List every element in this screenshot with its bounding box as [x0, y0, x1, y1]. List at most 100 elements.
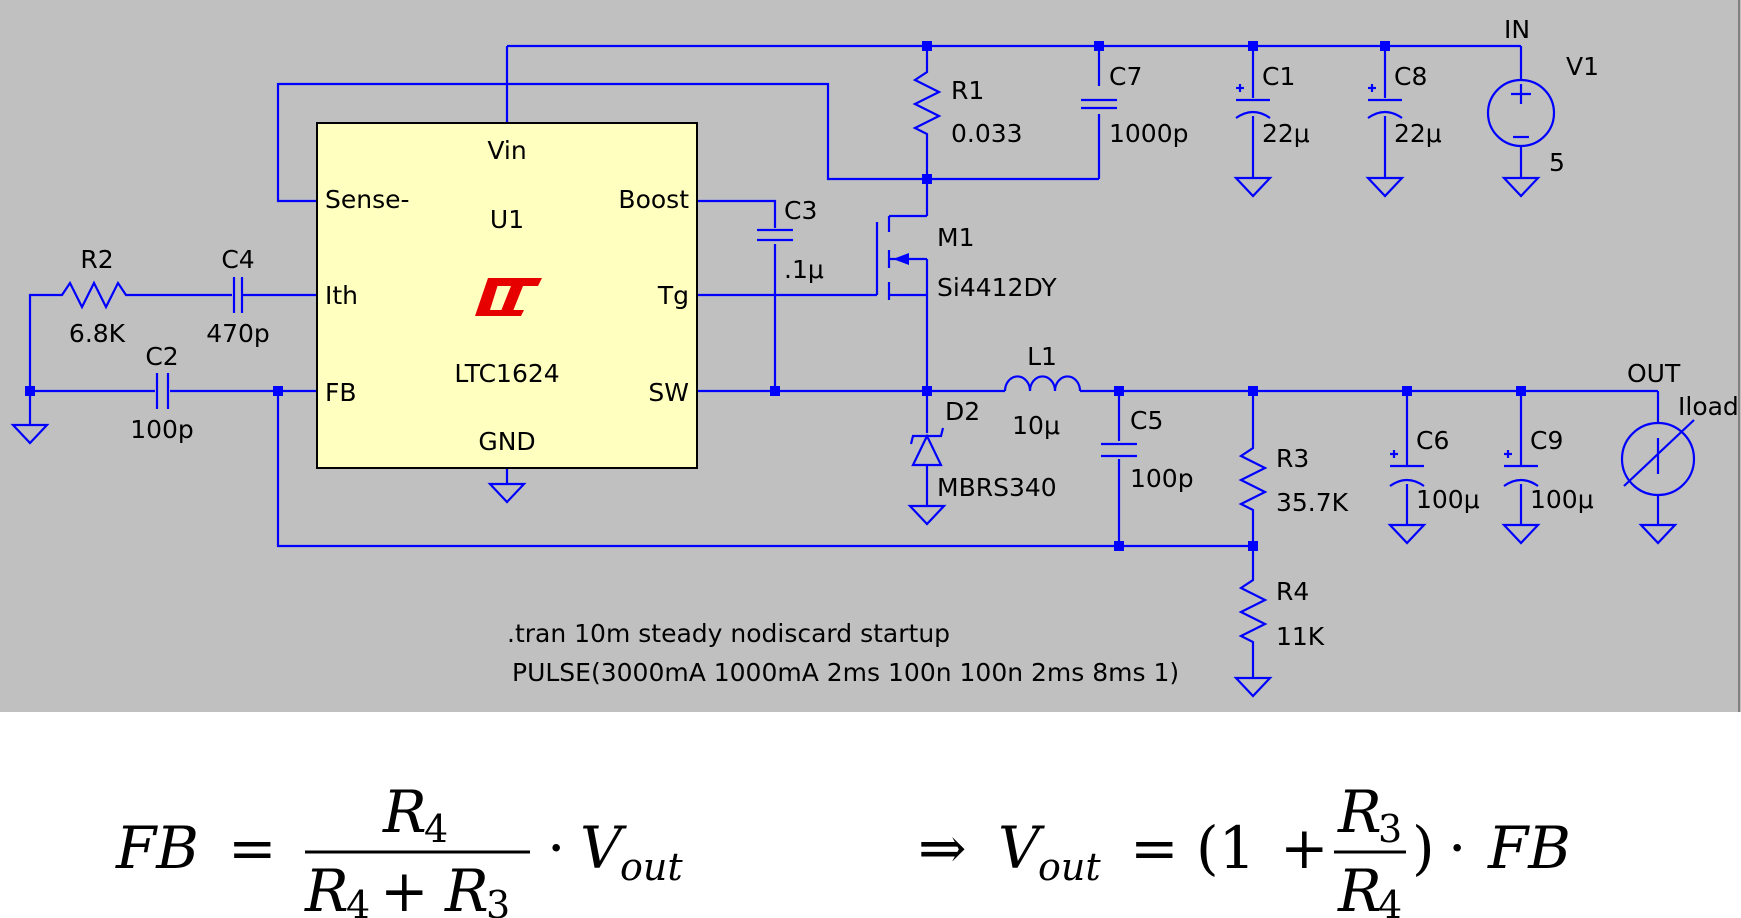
eq1-dot: · [547, 814, 565, 882]
m1-arrow-icon [893, 253, 909, 265]
eq1-num-var: R [382, 778, 427, 846]
iload-source-icon [1620, 421, 1696, 497]
tran-directive: .tran 10m steady nodiscard startup [507, 619, 950, 648]
r4-value: 11K [1276, 622, 1325, 651]
c5-name: C5 [1130, 406, 1163, 435]
v1-value: 5 [1549, 148, 1565, 177]
c9-name: C9 [1530, 426, 1563, 455]
c8-name: C8 [1394, 62, 1427, 91]
net-in-label: IN [1504, 15, 1530, 44]
r3-symbol [1238, 443, 1268, 513]
d2-value: MBRS340 [937, 473, 1057, 502]
pin-boost-label: Boost [618, 185, 689, 214]
r2-name: R2 [80, 245, 113, 274]
c6-curve [1389, 478, 1425, 487]
lt-logo-icon [475, 278, 542, 316]
c5-value: 100p [1130, 464, 1194, 493]
ground-icon [1365, 176, 1405, 198]
c1-curve [1235, 110, 1271, 119]
junction-dots [25, 41, 1526, 551]
c6-value: 100μ [1416, 485, 1480, 514]
ground-icon [487, 482, 527, 504]
eq2-equals: = [1130, 814, 1179, 882]
eq1-v-var: V [580, 814, 627, 882]
eq2-plus: + [1280, 814, 1329, 882]
c3-name: C3 [784, 196, 817, 225]
pulse-directive: PULSE(3000mA 1000mA 2ms 100n 100n 2ms 8m… [512, 658, 1179, 687]
eq2-num-var: R [1337, 778, 1382, 846]
l1-value: 10μ [1012, 411, 1060, 440]
ltc1624-chip [316, 122, 698, 469]
c2-name: C2 [145, 342, 178, 371]
iload-name: Iload [1678, 392, 1739, 421]
equation-fb: FB = R 4 R 4 + R 3 · V out [115, 778, 683, 918]
c3-value: .1μ [784, 255, 824, 284]
l1-name: L1 [1027, 342, 1057, 371]
c6-name: C6 [1416, 426, 1449, 455]
wires [28, 44, 1660, 678]
pin-tg-label: Tg [657, 281, 689, 310]
c8-curve [1367, 110, 1403, 119]
eq2-v-sub: out [1038, 845, 1101, 889]
d2-diode-icon [911, 433, 943, 467]
eq2-v-var: V [998, 814, 1045, 882]
eq2-dot: · [1448, 814, 1466, 882]
net-out-label: OUT [1627, 359, 1681, 388]
m1-value: Si4412DY [937, 273, 1057, 302]
r1-name: R1 [951, 76, 984, 105]
eq1-v-sub: out [620, 845, 683, 889]
eq1-den-plus: + [380, 857, 429, 918]
ground-icon [10, 423, 50, 445]
eq1-den-b-sub: 3 [486, 883, 510, 918]
eq1-den-b-var: R [444, 857, 489, 918]
r1-symbol [912, 68, 942, 138]
pin-sense-label: Sense- [325, 185, 410, 214]
c7-name: C7 [1109, 62, 1142, 91]
d2-name: D2 [945, 397, 980, 426]
ground-icon [1233, 176, 1273, 198]
c9-value: 100μ [1530, 485, 1594, 514]
pin-fb-label: FB [325, 378, 357, 407]
r1-value: 0.033 [951, 119, 1023, 148]
eq1-lhs: FB [115, 814, 199, 882]
eq2-num-sub: 3 [1378, 807, 1402, 851]
pin-vin-label: Vin [487, 136, 526, 165]
v1-source-icon [1486, 78, 1556, 148]
r3-name: R3 [1276, 444, 1309, 473]
r4-name: R4 [1276, 577, 1309, 606]
eq1-equals: = [228, 814, 277, 882]
r4-symbol [1238, 575, 1268, 645]
ground-icon [1501, 523, 1541, 545]
c4-value: 470p [206, 319, 270, 348]
c8-value: 22μ [1394, 119, 1442, 148]
ground-symbols [10, 176, 1678, 698]
schematic-canvas [0, 0, 1741, 712]
eq1-num-sub: 4 [424, 807, 448, 851]
v1-name: V1 [1566, 52, 1599, 81]
l1-symbol [1003, 375, 1082, 392]
component-shapes [57, 68, 1696, 645]
ground-icon [1638, 523, 1678, 545]
ground-icon [1233, 676, 1273, 698]
ground-icon [907, 504, 947, 526]
pin-gnd-label: GND [478, 427, 535, 456]
eq2-den-var: R [1337, 857, 1382, 918]
r2-value: 6.8K [69, 319, 126, 348]
ground-icon [1387, 523, 1427, 545]
m1-name: M1 [937, 223, 974, 252]
ground-icon [1501, 176, 1541, 198]
chip-ref-label: U1 [490, 205, 524, 234]
c2-value: 100p [130, 415, 194, 444]
eq2-close: ) [1412, 814, 1435, 882]
chip-part-label: LTC1624 [454, 359, 559, 388]
c1-value: 22μ [1262, 119, 1310, 148]
eq2-rhs: FB [1487, 814, 1571, 882]
eq2-open: (1 [1196, 814, 1256, 882]
pin-ith-label: Ith [325, 281, 358, 310]
c7-value: 1000p [1109, 119, 1189, 148]
eq1-den-a-sub: 4 [346, 883, 370, 918]
pin-sw-label: SW [648, 378, 689, 407]
c9-curve [1503, 478, 1539, 487]
eq2-arrow: ⇒ [918, 814, 967, 882]
